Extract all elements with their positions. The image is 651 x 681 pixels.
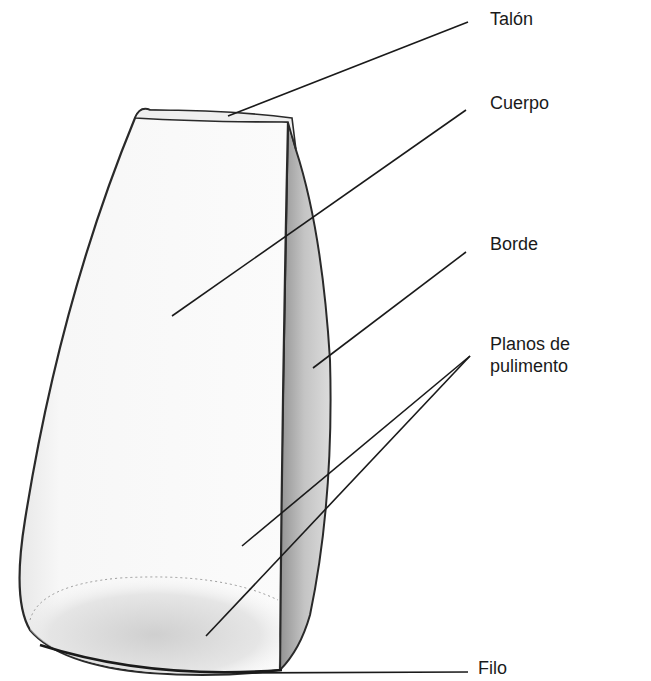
part-label: Filo [478,657,507,679]
part-label: Talón [490,8,533,30]
part-label: Planos de pulimento [490,333,605,377]
leader-lines [172,22,470,673]
polish-plane [30,577,280,673]
front-face [20,109,288,675]
cutting-edge [40,645,282,672]
part-label: Cuerpo [490,92,549,114]
part-label: Borde [490,233,538,255]
butt-face [135,109,296,150]
